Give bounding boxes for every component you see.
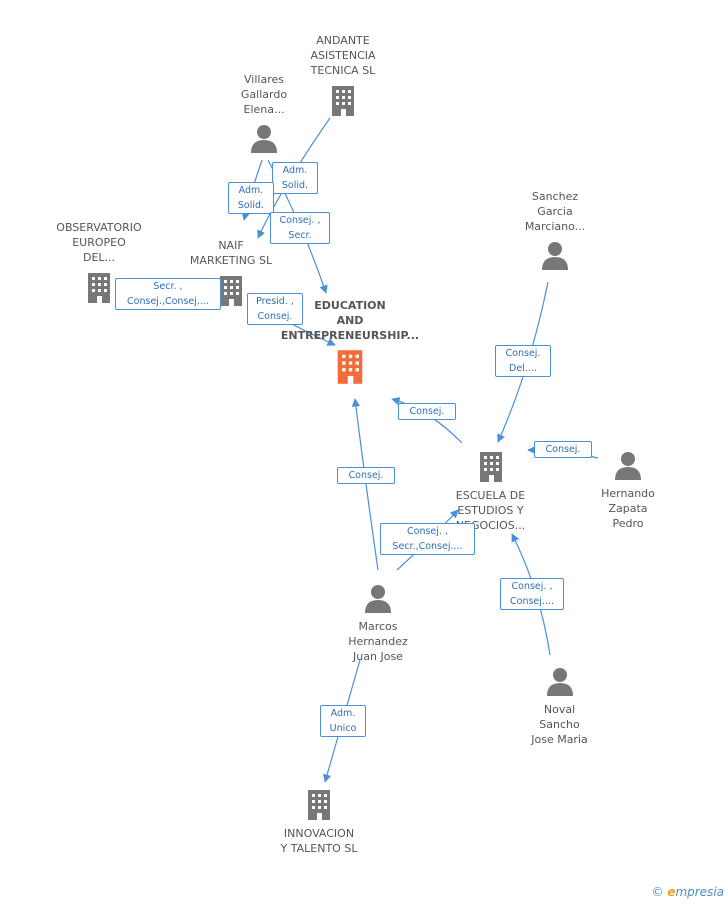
node-education[interactable]: EDUCATION AND ENTREPRENEURSHIP... (270, 298, 430, 390)
node-label: Villares Gallardo Elena... (240, 73, 288, 116)
building-icon (88, 273, 110, 303)
node-hernando[interactable]: Hernando Zapata Pedro (588, 450, 668, 531)
building-icon (337, 350, 363, 384)
node-label: EDUCATION AND ENTREPRENEURSHIP... (280, 299, 420, 342)
person-icon (365, 585, 391, 613)
node-innovacion[interactable]: INNOVACION Y TALENTO SL (269, 788, 369, 856)
node-label: Noval Sancho Jose Maria (531, 703, 588, 746)
edge-label-adm-solid-1[interactable]: Adm. Solid. (272, 162, 318, 194)
node-label: Sanchez Garcia Marciano... (524, 190, 586, 233)
node-label: OBSERVATORIO EUROPEO DEL... (56, 221, 142, 264)
node-label: Hernando Zapata Pedro (601, 487, 655, 530)
edge-label-consej-secr[interactable]: Consej. , Secr. (270, 212, 330, 244)
building-icon (220, 276, 242, 306)
person-icon (546, 668, 573, 696)
node-label: Marcos Hernandez Juan Jose (348, 620, 408, 663)
building-icon (332, 86, 354, 116)
edge-label-consej-hernando[interactable]: Consej. (534, 441, 592, 458)
node-sanchez[interactable]: Sanchez Garcia Marciano... (510, 189, 600, 276)
copyright-icon: © (651, 885, 664, 899)
edge-label-consej-secr-marcos[interactable]: Consej. , Secr.,Consej.... (380, 523, 475, 555)
node-observatorio[interactable]: OBSERVATORIO EUROPEO DEL... (44, 220, 154, 309)
edge-label-consej-del[interactable]: Consej. Del.... (495, 345, 551, 377)
node-noval[interactable]: Noval Sancho Jose Maria (517, 666, 602, 747)
edge-label-consej-escuela[interactable]: Consej. (398, 403, 456, 420)
building-icon (479, 452, 502, 482)
node-label: NAIF MARKETING SL (189, 239, 273, 267)
edge-label-consej-noval[interactable]: Consej. , Consej.... (500, 578, 564, 610)
edge-label-consej-marcos[interactable]: Consej. (337, 467, 395, 484)
node-label: ESCUELA DE ESTUDIOS Y NEGOCIOS... (455, 489, 526, 532)
edge-label-secr-consej[interactable]: Secr. , Consej.,Consej.... (115, 278, 221, 310)
node-villares[interactable]: Villares Gallardo Elena... (224, 72, 304, 159)
brand-name: mpresia (675, 885, 724, 899)
brand-e-logo: e (667, 885, 676, 899)
node-andante[interactable]: ANDANTE ASISTENCIA TECNICA SL (293, 33, 393, 122)
person-icon (615, 452, 641, 480)
node-naif[interactable]: NAIF MARKETING SL (181, 238, 281, 312)
edge-marcos-education (351, 398, 379, 571)
edge-label-adm-unico[interactable]: Adm. Unico (320, 705, 366, 737)
edge-label-presid-consej[interactable]: Presid. , Consej. (247, 293, 303, 325)
person-icon (251, 125, 277, 153)
building-icon (308, 790, 330, 820)
node-marcos[interactable]: Marcos Hernandez Juan Jose (338, 583, 418, 664)
node-label: ANDANTE ASISTENCIA TECNICA SL (310, 34, 376, 77)
node-label: INNOVACION Y TALENTO SL (280, 827, 358, 855)
footer-brand: © empresia (651, 885, 724, 899)
edge-label-adm-solid-2[interactable]: Adm. Solid. (228, 182, 274, 214)
person-icon (542, 242, 568, 270)
node-escuela[interactable]: ESCUELA DE ESTUDIOS Y NEGOCIOS... (443, 450, 538, 533)
